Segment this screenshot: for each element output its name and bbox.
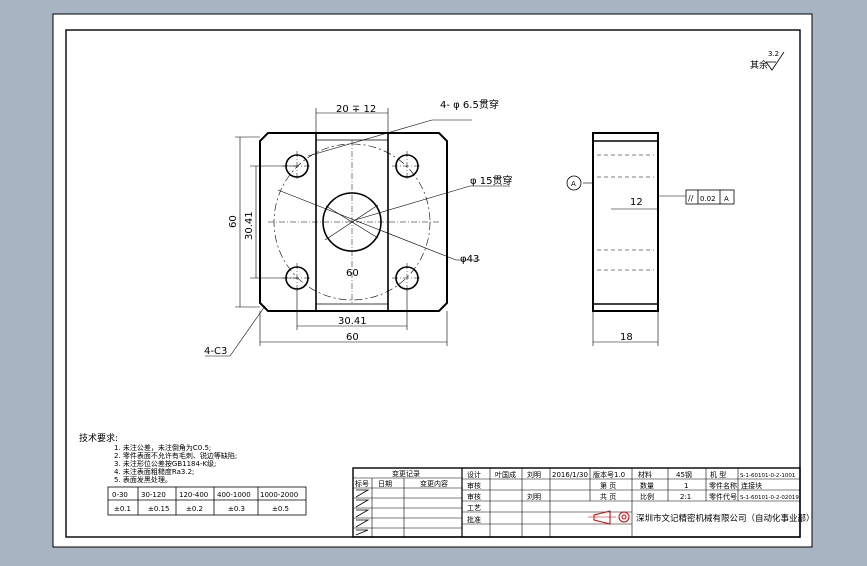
tech-note: 3. 未注形位公差按GB1184-K级; bbox=[114, 459, 216, 468]
label-reviewer: 审核 bbox=[467, 492, 481, 501]
side-view bbox=[566, 132, 686, 346]
total-pages-label: 共 页 bbox=[600, 492, 616, 501]
dim-bottom-inner: 30.41 bbox=[338, 316, 367, 327]
tol-header: 1000-2000 bbox=[260, 491, 298, 499]
dim-left-outer: 60 bbox=[228, 215, 239, 228]
chamfer-callout: 4-C3 bbox=[204, 346, 227, 357]
part-no-value: S-1-60101-0-2-02019 bbox=[740, 495, 799, 501]
tech-requirements: 技术要求: 1. 未注公差，未注倒角为C0.5; 2. 零件表面不允许有毛刺、锐… bbox=[79, 432, 237, 484]
version-label: 版本号 bbox=[593, 470, 614, 479]
datum-label: A bbox=[571, 180, 576, 188]
bore-callout: φ 15贯穿 bbox=[470, 174, 513, 187]
drawing-date: 2016/1/30 bbox=[552, 471, 588, 479]
projection-symbol-icon bbox=[588, 510, 630, 525]
roughness-value: 3.2 bbox=[768, 50, 779, 58]
tol-datum: A bbox=[724, 195, 729, 203]
roughness-symbol: 其余 3.2 bbox=[750, 50, 785, 71]
tech-note: 1. 未注公差，未注倒角为C0.5; bbox=[114, 443, 211, 452]
scale-value: 2:1 bbox=[680, 493, 691, 501]
tol-header: 400-1000 bbox=[217, 491, 251, 499]
tol-header: 30-120 bbox=[141, 491, 166, 499]
tol-value-cell: ±0.2 bbox=[186, 505, 203, 513]
label-approval: 批准 bbox=[467, 515, 481, 524]
center-label: 60 bbox=[346, 268, 359, 279]
version-value: 1.0 bbox=[614, 471, 625, 479]
rev-col: 标号 bbox=[355, 479, 369, 488]
qty-value: 1 bbox=[684, 482, 688, 490]
rev-col: 日期 bbox=[378, 480, 392, 488]
revision-marks bbox=[355, 489, 370, 536]
tech-title: 技术要求: bbox=[79, 432, 118, 444]
rev-col: 变更内容 bbox=[420, 479, 448, 488]
page-label: 第 页 bbox=[600, 481, 616, 490]
tol-value: 0.02 bbox=[700, 195, 716, 203]
tol-value-cell: ±0.5 bbox=[272, 505, 289, 513]
tolerance-table: 0-30 30-120 120-400 400-1000 1000-2000 ±… bbox=[107, 486, 307, 516]
front-outline bbox=[259, 132, 448, 312]
tol-header: 0-30 bbox=[112, 491, 128, 499]
tech-note: 4. 未注表面粗糙度Ra3.2; bbox=[114, 467, 194, 476]
front-view bbox=[205, 108, 510, 357]
dim-bottom-outer: 60 bbox=[346, 332, 359, 343]
part-name-label: 零件名称 bbox=[709, 481, 737, 490]
datum-circle bbox=[566, 175, 582, 191]
dim-left-inner: 30.41 bbox=[244, 211, 255, 240]
dim-top: 20 ∓ 12 bbox=[336, 104, 376, 115]
material-value: 45钢 bbox=[676, 470, 692, 479]
checker-name-2: 刘明 bbox=[527, 492, 541, 501]
roughness-prefix: 其余 bbox=[750, 59, 768, 71]
dim-side-width: 18 bbox=[620, 332, 633, 343]
label-designer: 设计 bbox=[467, 470, 481, 479]
tol-header: 120-400 bbox=[179, 491, 208, 499]
qty-label: 数量 bbox=[640, 481, 654, 490]
hole-callout: 4- φ 6.5贯穿 bbox=[440, 98, 499, 111]
label-checker: 审核 bbox=[467, 481, 481, 490]
tol-value-cell: ±0.15 bbox=[148, 505, 169, 513]
model-label: 机 型 bbox=[710, 470, 726, 479]
drawing-sheet bbox=[52, 13, 813, 548]
model-value: S-1-60101-0-2-1001 bbox=[740, 473, 795, 479]
checker-name: 刘明 bbox=[527, 470, 541, 479]
tol-value-cell: ±0.1 bbox=[114, 505, 131, 513]
part-name-value: 连接块 bbox=[741, 481, 762, 490]
rev-header: 变更记录 bbox=[392, 469, 420, 478]
tech-note: 5. 表面发黑处理。 bbox=[114, 475, 172, 484]
title-block bbox=[352, 467, 801, 538]
circle-callout: φ43 bbox=[460, 254, 479, 265]
tech-note: 2. 零件表面不允许有毛刺、锐边等缺陷; bbox=[114, 451, 237, 460]
designer-name: 叶国成 bbox=[495, 470, 516, 479]
label-process: 工艺 bbox=[467, 504, 481, 512]
part-no-label: 零件代号 bbox=[709, 492, 737, 501]
material-label: 材料 bbox=[638, 470, 652, 479]
title-block-text: 变更记录 标号 日期 变更内容 设计 审核 审核 工艺 批准 叶国成 刘明 刘明… bbox=[355, 469, 815, 524]
tol-symbol: // bbox=[688, 194, 694, 203]
dim-side-inner: 12 bbox=[630, 197, 643, 208]
company-name: 深圳市文记精密机械有限公司（自动化事业部） bbox=[636, 513, 815, 524]
tolerance-frame: // 0.02 A bbox=[685, 189, 735, 205]
tol-value-cell: ±0.3 bbox=[228, 505, 245, 513]
scale-label: 比例 bbox=[640, 492, 654, 501]
